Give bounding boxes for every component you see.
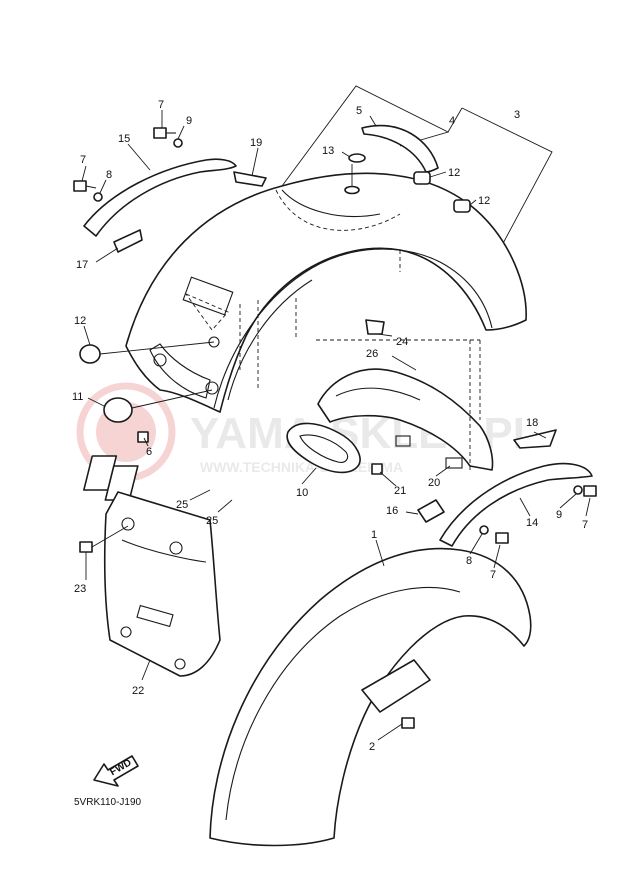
reflector-10 — [286, 422, 361, 474]
callout-16: 16 — [386, 505, 398, 517]
washer-9b — [573, 485, 583, 495]
bolt-7c — [583, 485, 597, 497]
reflector-18 — [513, 429, 557, 449]
callout-14: 14 — [526, 517, 538, 529]
callout-2: 2 — [369, 741, 375, 753]
bolt-2 — [401, 717, 415, 729]
callout-8a: 8 — [106, 169, 112, 181]
callout-8b: 8 — [466, 555, 472, 567]
callout-7d: 7 — [490, 569, 496, 581]
callout-3: 3 — [514, 109, 520, 121]
callout-26: 26 — [366, 348, 378, 360]
grommet-12c — [79, 344, 101, 364]
washer-9a — [173, 138, 183, 148]
callout-15: 15 — [118, 133, 130, 145]
bolt-7b — [73, 180, 87, 192]
callout-17: 17 — [76, 259, 88, 271]
grommet-12b — [453, 199, 471, 213]
callout-12c: 12 — [74, 315, 86, 327]
reflector-19 — [233, 171, 267, 187]
bracket-2 — [361, 659, 431, 713]
bolt-7d — [495, 532, 509, 544]
callout-21: 21 — [394, 485, 406, 497]
callout-25b: 25 — [206, 515, 218, 527]
callout-6: 6 — [146, 446, 152, 458]
bolt-23 — [79, 541, 93, 553]
callout-7b: 7 — [80, 154, 86, 166]
callout-5: 5 — [356, 105, 362, 117]
callout-24: 24 — [396, 336, 408, 348]
callout-18: 18 — [526, 417, 538, 429]
callout-9a: 9 — [186, 115, 192, 127]
grommet-13b — [344, 185, 360, 195]
callout-20: 20 — [428, 477, 440, 489]
callout-22: 22 — [132, 685, 144, 697]
callout-12a: 12 — [448, 167, 460, 179]
leader-lines — [81, 110, 591, 741]
fwd-arrow-icon: FWD — [93, 755, 139, 787]
callouts: 1 2 3 4 5 6 7 7 7 7 8 8 9 9 10 11 12 12 … — [72, 99, 588, 753]
washer-8b — [479, 525, 489, 535]
bolt-7a — [153, 127, 167, 139]
callout-13: 13 — [322, 145, 334, 157]
emblem-5 — [361, 124, 439, 173]
callout-10: 10 — [296, 487, 308, 499]
washer-8a — [93, 192, 103, 202]
grommet-12a — [413, 171, 431, 185]
grommet-11 — [103, 397, 133, 423]
callout-19: 19 — [250, 137, 262, 149]
rear-fender — [125, 172, 527, 420]
bolt-6 — [137, 431, 149, 443]
callout-7c: 7 — [582, 519, 588, 531]
bolt-21 — [371, 463, 383, 475]
callout-9b: 9 — [556, 509, 562, 521]
callout-12b: 12 — [478, 195, 490, 207]
callout-7a: 7 — [158, 99, 164, 111]
spacer-16 — [417, 499, 445, 523]
side-rail-15 — [83, 158, 237, 237]
clip-24 — [365, 319, 385, 335]
cover-22 — [104, 491, 221, 677]
grommet-13 — [348, 153, 366, 163]
callout-11: 11 — [72, 391, 83, 403]
reflector-17 — [113, 229, 143, 253]
diagram-code: 5VRK110-J190 — [74, 797, 142, 808]
callout-4: 4 — [449, 115, 455, 127]
mudguard-20 — [317, 368, 494, 471]
callout-23: 23 — [74, 583, 86, 595]
callout-25a: 25 — [176, 499, 188, 511]
callout-1: 1 — [371, 529, 377, 541]
side-rail-14 — [439, 462, 593, 547]
